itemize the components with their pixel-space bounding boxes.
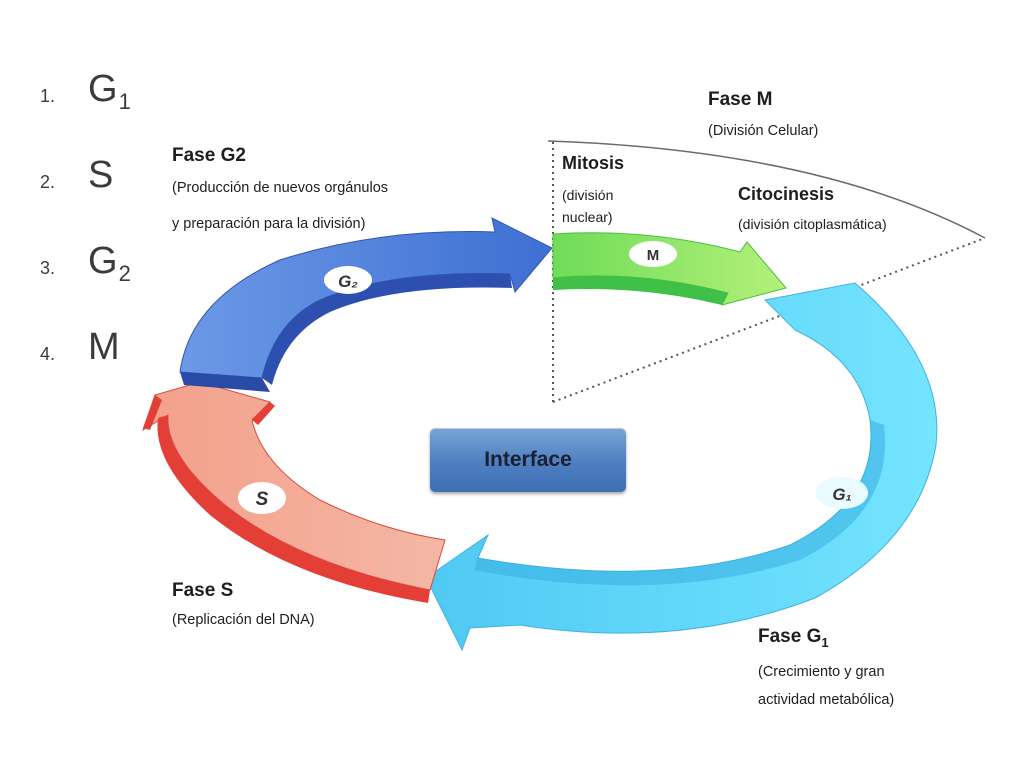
list-label-text: G: [88, 68, 118, 110]
mitosis-title: Mitosis: [562, 153, 625, 173]
citocinesis-title: Citocinesis: [738, 184, 835, 204]
fase-m-title: Fase M: [708, 89, 773, 110]
fase-g2-desc-2: y preparación para la división): [172, 216, 366, 232]
g2-label-oval: [324, 266, 372, 294]
fase-g1-desc-1: (Crecimiento y gran: [758, 664, 885, 680]
interface-button[interactable]: Interface: [430, 428, 626, 492]
m-label-oval: [629, 241, 677, 267]
m-phase-wedge: [547, 140, 986, 403]
fase-m-desc: (División Celular): [708, 123, 819, 139]
s-label-oval: [238, 482, 286, 514]
fase-g2-title: Fase G2: [172, 145, 246, 166]
g1-label: G₁: [832, 485, 851, 504]
fase-g2-desc-1: (Producción de nuevos orgánulos: [172, 180, 389, 196]
list-number: 2.: [40, 172, 56, 192]
list-label-text: G: [88, 240, 118, 282]
fase-g1-title: Fase G1: [758, 626, 829, 650]
citocinesis-desc: (división citoplasmática): [738, 216, 887, 232]
fase-s-desc: (Replicación del DNA): [172, 612, 315, 628]
arrow-labels: G₂ S M G₁: [238, 241, 868, 514]
g2-label: G₂: [338, 272, 358, 291]
list-label: M: [88, 326, 120, 369]
s-arrow-shade: [157, 415, 430, 603]
list-number: 1.: [40, 86, 56, 106]
fase-g1-desc-2: actividad metabólica): [758, 692, 895, 708]
g2-arrow-base: [180, 372, 270, 392]
g1-arrow: [425, 282, 938, 652]
list-label-subscript: 1: [118, 89, 131, 114]
m-arrow-shade: [553, 275, 728, 305]
list-label: G1: [88, 68, 131, 115]
list-number: 4.: [40, 344, 56, 364]
list-label: G2: [88, 240, 131, 287]
m-arrow: [552, 232, 787, 306]
s-arrowhead-left: [143, 395, 162, 430]
s-arrowhead-right: [252, 402, 275, 425]
list-label-subscript: 2: [118, 261, 131, 286]
g1-arrow-body: [425, 282, 938, 652]
fase-g1-title-text: Fase G: [758, 626, 822, 647]
list-label-text: M: [88, 326, 120, 368]
fase-g1-title-subscript: 1: [821, 635, 829, 650]
list-label-text: S: [88, 154, 114, 196]
s-arrow: [142, 381, 446, 603]
mitosis-desc-2: nuclear): [562, 209, 613, 225]
mitosis-desc-1: (división: [562, 187, 614, 203]
list-number: 3.: [40, 258, 56, 278]
wedge-bottom-line: [552, 237, 986, 403]
list-label: S: [88, 154, 113, 197]
m-label: M: [647, 247, 660, 264]
s-label: S: [256, 489, 269, 510]
fase-s-title: Fase S: [172, 580, 234, 601]
wedge-arc: [547, 140, 986, 239]
g2-arrow-shade: [262, 273, 512, 385]
g2-arrow: [179, 217, 553, 392]
g1-label-oval: [816, 477, 868, 509]
g1-arrow-shade: [474, 420, 886, 586]
